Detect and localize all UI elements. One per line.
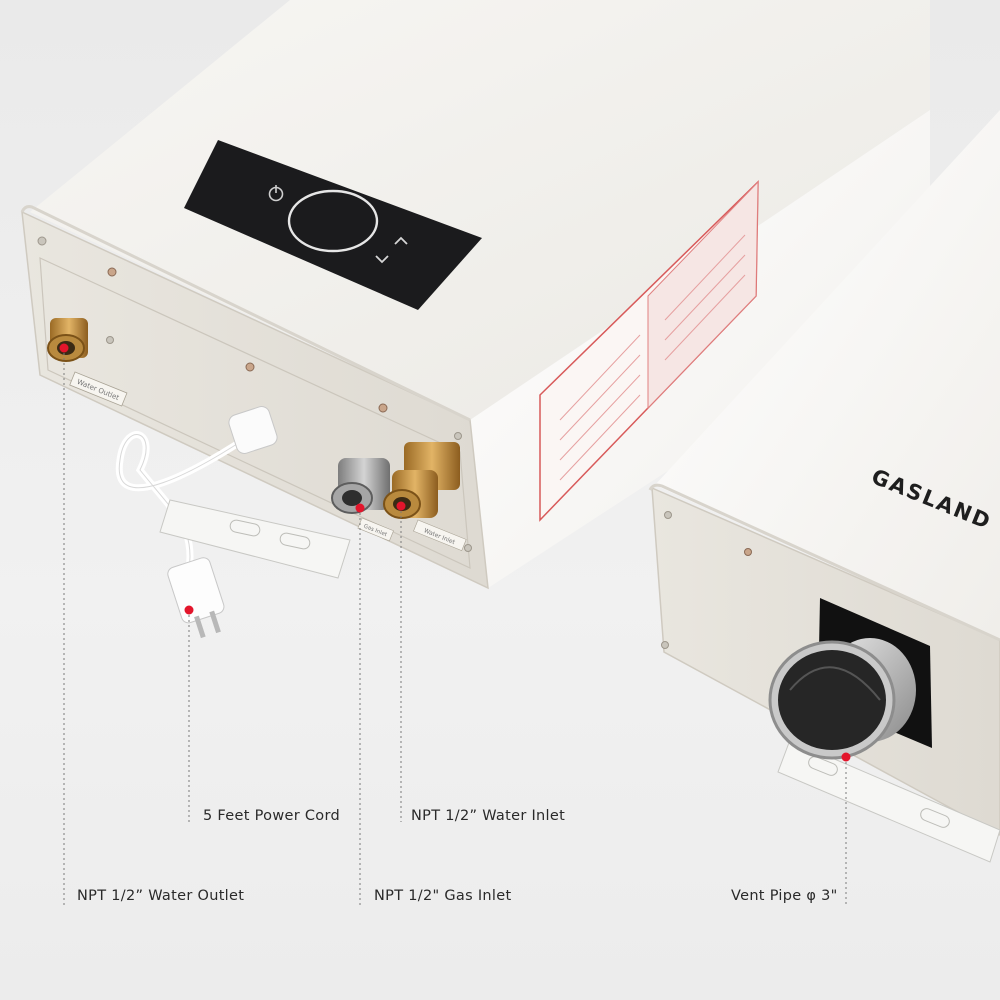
water-inlet-marker <box>396 501 406 511</box>
dial-ring-icon <box>287 189 379 253</box>
screw <box>37 236 47 246</box>
callout-water-inlet: NPT 1/2” Water Inlet <box>411 808 566 824</box>
callout-lines <box>63 348 847 905</box>
screw <box>464 544 472 552</box>
right-heater-unit: GASLAND <box>648 110 1000 863</box>
vent-pipe-marker <box>841 752 851 762</box>
power-cord-marker <box>184 605 194 615</box>
screw <box>106 336 114 344</box>
mounting-bracket <box>159 499 351 579</box>
water-outlet-fitting <box>47 318 88 362</box>
right-unit-top-face <box>655 110 1000 640</box>
power-plug <box>167 557 225 639</box>
vent-pipe <box>768 638 916 760</box>
mounting-bracket <box>777 739 1000 863</box>
control-panel <box>184 140 482 310</box>
callout-water-outlet: NPT 1/2” Water Outlet <box>77 888 245 904</box>
callout-vent-pipe: Vent Pipe φ 3" <box>731 888 838 904</box>
screw <box>107 267 117 277</box>
gas-inlet-marker <box>355 503 365 513</box>
water-outlet-marker <box>59 343 69 353</box>
callout-gas-inlet: NPT 1/2" Gas Inlet <box>374 888 512 904</box>
screw <box>664 511 672 519</box>
water-inlet-fitting <box>383 442 460 519</box>
screw <box>744 548 752 556</box>
callout-markers <box>59 343 851 762</box>
screw <box>378 403 388 413</box>
screw <box>245 362 255 372</box>
arrow-down-icon <box>375 255 389 264</box>
left-heater-unit: Water Outlet <box>20 0 930 639</box>
warning-label <box>539 180 759 522</box>
screw <box>661 641 669 649</box>
arrow-up-icon <box>394 236 408 245</box>
callout-power-cord: 5 Feet Power Cord <box>203 808 340 824</box>
screw <box>454 432 462 440</box>
